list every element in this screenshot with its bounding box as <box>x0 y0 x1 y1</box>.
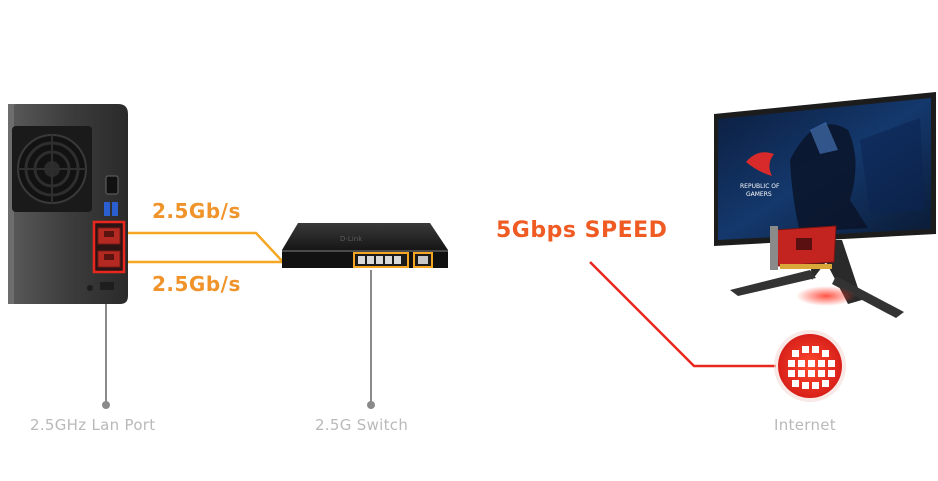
speed-label-top: 2.5Gb/s <box>152 199 241 223</box>
nas-device <box>8 104 128 304</box>
speed-label-uplink: 5Gbps SPEED <box>496 218 668 243</box>
usb-icon <box>104 202 118 216</box>
pointer-dot-lan <box>102 401 110 409</box>
switch-device: D-Link <box>282 223 448 268</box>
rog-text-line2: GAMERS <box>746 191 772 198</box>
switch-brand-text: D-Link <box>340 235 363 243</box>
pointer-dot-switch <box>367 401 375 409</box>
ethernet-port-icon <box>92 220 126 274</box>
speed-label-bottom: 2.5Gb/s <box>152 272 241 296</box>
fan-icon <box>12 126 92 212</box>
label-lan-port: 2.5GHz Lan Port <box>30 416 156 434</box>
label-switch: 2.5G Switch <box>315 416 409 434</box>
connection-lines <box>102 231 780 409</box>
internet-branch-line <box>589 261 776 368</box>
rog-logo: REPUBLIC OF GAMERS <box>740 152 780 198</box>
network-card <box>770 225 837 270</box>
label-internet: Internet <box>774 416 836 434</box>
monitor-device: REPUBLIC OF GAMERS <box>714 92 936 318</box>
link-line-top <box>124 231 284 263</box>
hdmi-icon <box>105 175 119 195</box>
rog-text-line1: REPUBLIC OF <box>740 183 780 190</box>
globe-icon <box>774 330 846 402</box>
